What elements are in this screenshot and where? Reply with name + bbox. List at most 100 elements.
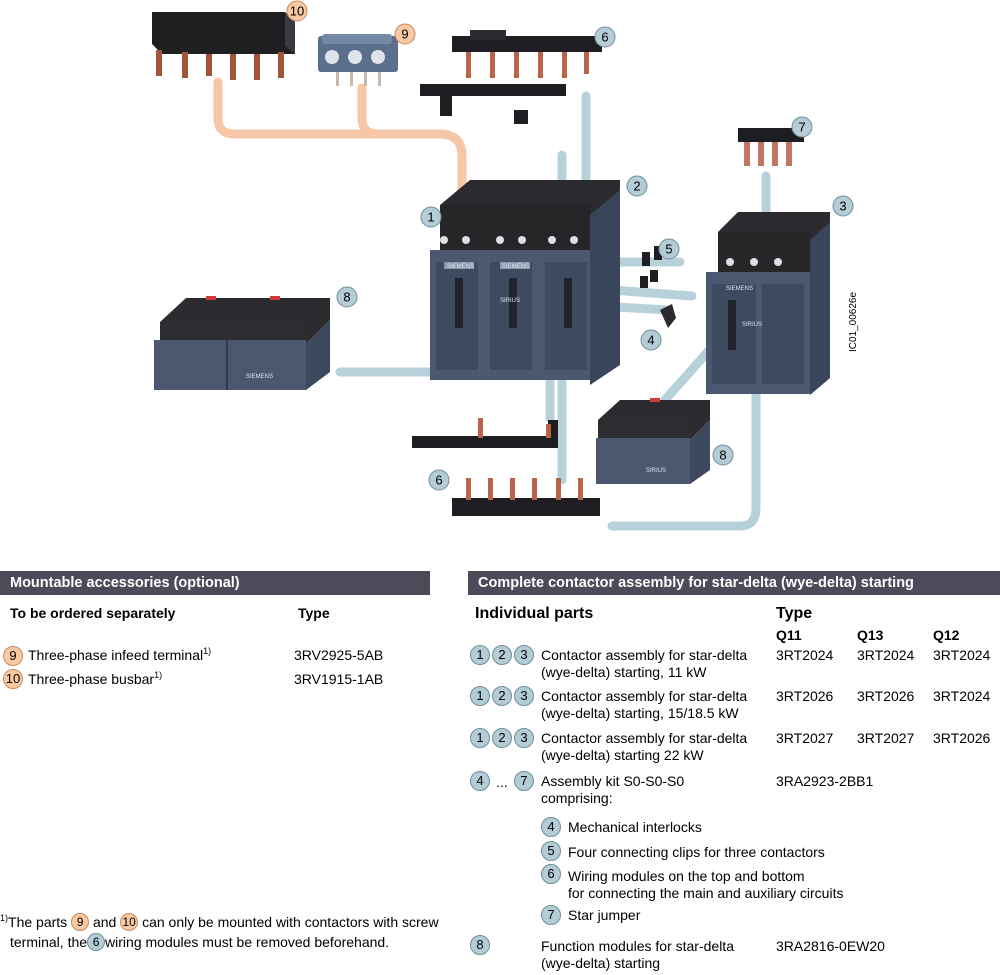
- image-id-label: IC01_00626e: [848, 292, 859, 352]
- callout-8-left: 8: [336, 286, 358, 308]
- row3-desc-line2: (wye-delta) starting 22 kW: [541, 747, 704, 763]
- svg-text:2: 2: [633, 179, 640, 194]
- callout-9: 9: [394, 23, 416, 45]
- kit-item-wiring-line1: Wiring modules on the top and bottom: [568, 868, 805, 884]
- function-module-left-part: [154, 296, 330, 390]
- kit-badge-7: 7: [514, 771, 534, 791]
- row1-badge-3: 3: [514, 645, 534, 665]
- series-label-contactor-3: SIRIUS: [742, 322, 762, 328]
- row1-type-q11: 3RT2024: [776, 647, 834, 663]
- function-type: 3RA2816-0EW20: [776, 938, 885, 954]
- row2-badge-3: 3: [514, 686, 534, 706]
- brand-label-contactor-1: SIEMENS: [447, 264, 474, 270]
- right-col-q13-header: Q13: [857, 627, 884, 643]
- footnote-text-d: terminal, the: [10, 934, 88, 950]
- kit-item-badge-6: 6: [541, 864, 561, 884]
- row3-badge-2: 2: [492, 728, 512, 748]
- callout-1: 1: [420, 206, 442, 228]
- left-col-order-header: To be ordered separately: [10, 605, 176, 621]
- mechanical-interlock-part: [660, 304, 676, 328]
- kit-item-badge-7: 7: [541, 905, 561, 925]
- row3-type-q13: 3RT2027: [857, 730, 915, 746]
- kit-desc-line1: Assembly kit S0-S0-S0: [541, 773, 685, 789]
- svg-text:6: 6: [435, 473, 442, 488]
- footnote-badge-10: 10: [120, 913, 139, 931]
- function-badge-8: 8: [470, 935, 490, 955]
- callout-10: 10: [286, 0, 308, 22]
- row1-desc-line2: (wye-delta) starting, 11 kW: [541, 664, 707, 680]
- footnote-badge-6: 6: [87, 933, 106, 951]
- callout-6-bottom: 6: [428, 469, 450, 491]
- exploded-assembly-illustration: SIEMENS SIEMENS SIEMENS SIEMENS SIRIUS S…: [152, 0, 859, 531]
- row2-type-q13: 3RT2026: [857, 688, 915, 704]
- svg-text:7: 7: [798, 120, 805, 135]
- row2-badge-1: 1: [470, 686, 490, 706]
- svg-text:8: 8: [719, 448, 726, 463]
- callout-6-top: 6: [594, 26, 616, 48]
- row1-badge-2: 2: [492, 645, 512, 665]
- svg-text:3: 3: [839, 199, 846, 214]
- left-section-header: Mountable accessories (optional): [0, 571, 430, 595]
- function-desc-line2: (wye-delta) starting: [541, 955, 661, 971]
- row2-desc-line1: Contactor assembly for star-delta: [541, 688, 748, 704]
- footnote-line-1: 1)The parts 9 and 10 can only be mounted…: [0, 913, 439, 932]
- right-section-header: Complete contactor assembly for star-del…: [468, 571, 1000, 595]
- contactor-assembly-q11-q13: [430, 180, 620, 385]
- brand-label-contactor-3: SIEMENS: [726, 286, 753, 292]
- footnote-text-c: can only be mounted with contactors with…: [142, 914, 439, 930]
- kit-badge-4: 4: [470, 771, 490, 791]
- footnote-ref: 1): [203, 646, 212, 656]
- kit-item-clips: Four connecting clips for three contacto…: [568, 844, 825, 860]
- accessory-row-busbar-type: 3RV1915-1AB: [294, 671, 384, 687]
- svg-text:6: 6: [601, 30, 608, 45]
- row2-type-q11: 3RT2026: [776, 688, 834, 704]
- accessory-row-busbar-text: Three-phase busbar: [28, 671, 155, 687]
- wiring-module-bottom-part: [412, 418, 600, 516]
- kit-item-star-jumper: Star jumper: [568, 907, 641, 923]
- brand-label-contactor-2: SIEMENS: [502, 264, 529, 270]
- series-label-contactor-1: SIRIUS: [500, 298, 520, 304]
- accessory-row-infeed-label: Three-phase infeed terminal1): [28, 647, 211, 664]
- footnote-text-a: The parts: [8, 914, 68, 930]
- right-col-parts-header: Individual parts: [475, 605, 594, 622]
- right-col-type-header: Type: [776, 605, 813, 622]
- accessory-row-infeed-type: 3RV2925-5AB: [294, 647, 384, 663]
- row2-badge-2: 2: [492, 686, 512, 706]
- row3-type-q11: 3RT2027: [776, 730, 834, 746]
- row3-type-q12: 3RT2026: [933, 730, 991, 746]
- row3-badge-3: 3: [514, 728, 534, 748]
- right-col-q12-header: Q12: [933, 627, 960, 643]
- wiring-module-top-part: [420, 30, 602, 124]
- callout-5: 5: [658, 238, 680, 260]
- accessory-row-busbar-label: Three-phase busbar1): [28, 671, 162, 688]
- footnote-text-b: and: [92, 914, 117, 930]
- callout-3: 3: [832, 195, 854, 217]
- row1-type-q12: 3RT2024: [933, 647, 991, 663]
- contactor-q12: [706, 212, 830, 395]
- accessory-row-infeed-text: Three-phase infeed terminal: [28, 647, 204, 663]
- callout-7: 7: [791, 116, 813, 138]
- footnote-text-e: wiring modules must be removed beforehan…: [105, 934, 390, 950]
- svg-text:10: 10: [290, 4, 304, 19]
- brand-label-function-module: SIEMENS: [246, 374, 273, 380]
- svg-text:8: 8: [343, 290, 350, 305]
- svg-text:5: 5: [665, 242, 672, 257]
- row1-badge-1: 1: [470, 645, 490, 665]
- svg-text:1: 1: [427, 210, 434, 225]
- row2-desc-line2: (wye-delta) starting, 15/18.5 kW: [541, 705, 739, 721]
- svg-text:4: 4: [647, 333, 654, 348]
- function-module-right-part: [596, 398, 710, 484]
- kit-item-badge-4: 4: [541, 817, 561, 837]
- row1-desc-line1: Contactor assembly for star-delta: [541, 647, 748, 663]
- callout-2: 2: [626, 175, 648, 197]
- star-jumper-part: [738, 128, 804, 166]
- row2-type-q12: 3RT2024: [933, 688, 991, 704]
- footnote-ref: 1): [154, 670, 163, 680]
- function-desc-line1: Function modules for star-delta: [541, 938, 734, 954]
- callout-4: 4: [640, 329, 662, 351]
- kit-item-interlocks: Mechanical interlocks: [568, 819, 702, 835]
- row-badge-10: 10: [3, 669, 23, 689]
- connecting-clips-part: [640, 246, 662, 288]
- row3-desc-line1: Contactor assembly for star-delta: [541, 730, 748, 746]
